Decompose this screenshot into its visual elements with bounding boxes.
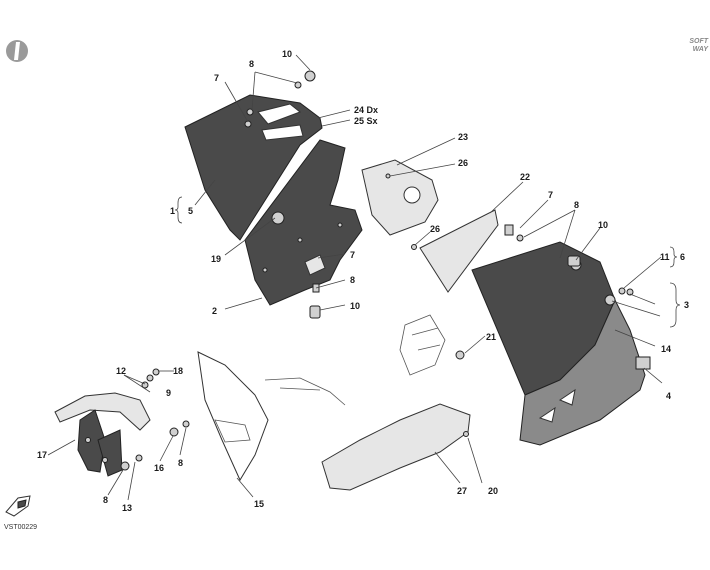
logo-line-2: WAY: [692, 46, 708, 53]
leader-lines: [47, 54, 663, 501]
front-view-pictogram: [5, 495, 31, 517]
brand-logo-icon: [6, 40, 28, 62]
inner-panel-part: [197, 351, 346, 482]
callout-5: 5: [188, 206, 193, 216]
callout-20: 20: [488, 486, 498, 496]
callout-19: 19: [211, 254, 221, 264]
upper-left-fairing-part: [184, 94, 323, 241]
hardware-group: [120, 70, 634, 471]
drawing-code: VST00229: [4, 524, 38, 531]
belly-pan-part: [321, 314, 471, 491]
front-mudguard-part: [54, 392, 151, 477]
callout-26: 26: [458, 158, 468, 168]
callout-8d: 8: [103, 495, 108, 505]
callout-27: 27: [457, 486, 467, 496]
callout-14: 14: [661, 344, 671, 354]
callout-8c: 8: [574, 200, 579, 210]
callout-1: 1: [170, 206, 175, 216]
callout-10b: 10: [350, 301, 360, 311]
callout-11: 11: [660, 252, 670, 262]
callout-7b: 7: [350, 250, 355, 260]
softway-logo: SOFT WAY: [672, 38, 708, 58]
logo-line-1: SOFT: [689, 38, 708, 45]
callout-9: 9: [166, 388, 171, 398]
braces: [174, 196, 681, 328]
callout-18: 18: [173, 366, 183, 376]
callout-3: 3: [684, 300, 689, 310]
callout-8: 8: [249, 59, 254, 69]
callout-2: 2: [212, 306, 217, 316]
callout-7: 7: [214, 73, 219, 83]
callout-21: 21: [486, 332, 496, 342]
callout-numbers: 10 8 7 24 Dx 25 Sx 1 5 19 2 7 8 10 23 26…: [37, 49, 689, 513]
callout-22: 22: [520, 172, 530, 182]
callout-25-sx: 25 Sx: [354, 116, 378, 126]
callout-26b: 26: [430, 224, 440, 234]
cover-panel-part: [361, 159, 439, 236]
callout-16: 16: [154, 463, 164, 473]
triangle-panel-part: [411, 209, 499, 293]
callout-24-dx: 24 Dx: [354, 105, 378, 115]
callout-23: 23: [458, 132, 468, 142]
callout-8b: 8: [350, 275, 355, 285]
callout-12: 12: [116, 366, 126, 376]
callout-10: 10: [282, 49, 292, 59]
left-side-panel-part: [244, 139, 363, 319]
callout-8e: 8: [178, 458, 183, 468]
right-fairing-part: [471, 241, 651, 446]
callout-10c: 10: [598, 220, 608, 230]
callout-15: 15: [254, 499, 264, 509]
callout-17: 17: [37, 450, 47, 460]
callout-4: 4: [666, 391, 671, 401]
callout-13: 13: [122, 503, 132, 513]
callout-6: 6: [680, 252, 685, 262]
callout-7c: 7: [548, 190, 553, 200]
